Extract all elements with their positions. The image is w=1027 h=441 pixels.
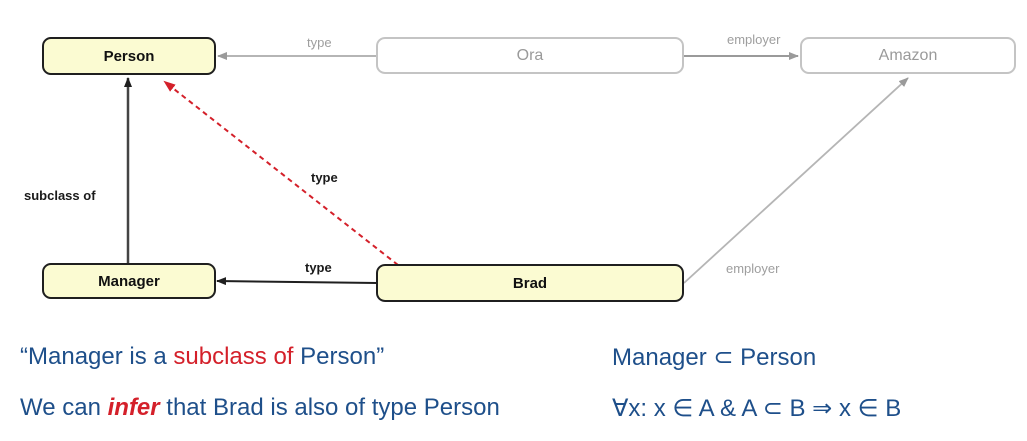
caption-1-part-1: Manager is a — [28, 343, 174, 370]
close-quote: ” — [376, 343, 385, 370]
edge-label-brad-amazon: employer — [726, 261, 780, 276]
open-quote: “ — [20, 343, 28, 370]
caption-1-highlight: subclass of — [173, 343, 294, 370]
node-ora-label: Ora — [516, 46, 544, 64]
node-manager-label: Manager — [98, 272, 160, 290]
caption-2-highlight: infer — [107, 394, 160, 421]
caption-line-1: “Manager is a subclass of Person” — [20, 343, 384, 371]
edge-label-ora-person: type — [307, 35, 332, 50]
node-manager: Manager — [42, 263, 216, 299]
caption-line-2: We can infer that Brad is also of type P… — [20, 394, 500, 422]
node-brad: Brad — [376, 264, 684, 302]
node-amazon: Amazon — [800, 37, 1016, 74]
caption-2-part-2: that Brad is also of type Person — [159, 394, 500, 421]
node-person: Person — [42, 37, 216, 75]
edge-label-brad-person-inferred: type — [311, 170, 338, 185]
edge-brad-person-inferred — [163, 80, 399, 266]
caption-1-part-2: Person — [293, 343, 377, 370]
caption-2-part-1: We can — [20, 394, 108, 421]
edge-label-ora-amazon: employer — [727, 32, 781, 47]
node-amazon-label: Amazon — [878, 46, 938, 64]
node-brad-label: Brad — [512, 274, 548, 292]
node-ora: Ora — [376, 37, 684, 74]
formula-inference-rule: ∀x: x ∈ A & A ⊂ B ⇒ x ∈ B — [612, 395, 902, 422]
edge-brad-amazon — [683, 77, 909, 284]
edge-brad-manager — [216, 277, 378, 286]
formula-subclass: Manager ⊂ Person — [612, 344, 817, 371]
node-person-label: Person — [103, 47, 155, 65]
edge-label-brad-manager: type — [305, 260, 332, 275]
edge-label-manager-person: subclass of — [24, 188, 96, 203]
